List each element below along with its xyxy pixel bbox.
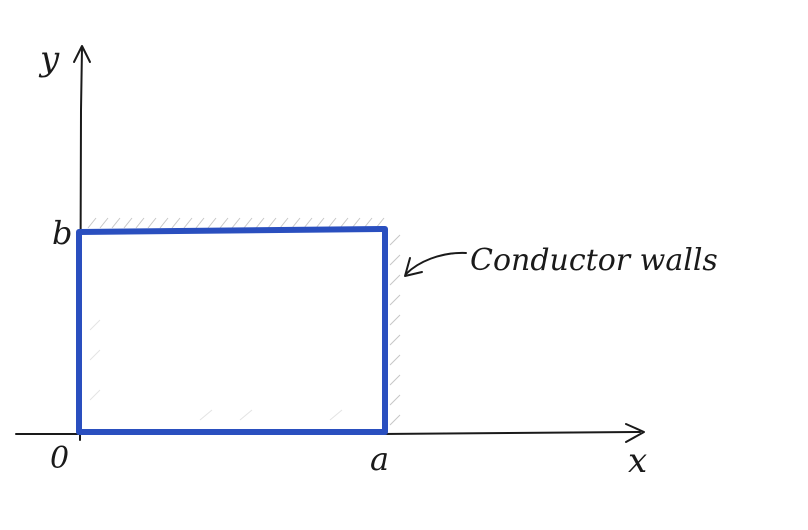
x-axis-label: x <box>628 441 647 481</box>
annotation-arrow-line <box>405 251 467 275</box>
x-axis-arrowhead <box>625 423 645 443</box>
y-axis-arrowhead <box>73 45 91 63</box>
conductor-walls-rect <box>76 226 388 435</box>
hatching-top <box>87 217 385 229</box>
origin-label: 0 <box>50 441 69 476</box>
y-axis-label: y <box>38 39 60 79</box>
annotation-arrowhead <box>404 257 423 277</box>
height-label-b: b <box>52 214 72 252</box>
width-label-a: a <box>370 440 389 478</box>
hatching-interior <box>89 319 343 421</box>
conductor-walls-label: Conductor walls <box>470 243 718 278</box>
hatching-right <box>389 234 401 426</box>
